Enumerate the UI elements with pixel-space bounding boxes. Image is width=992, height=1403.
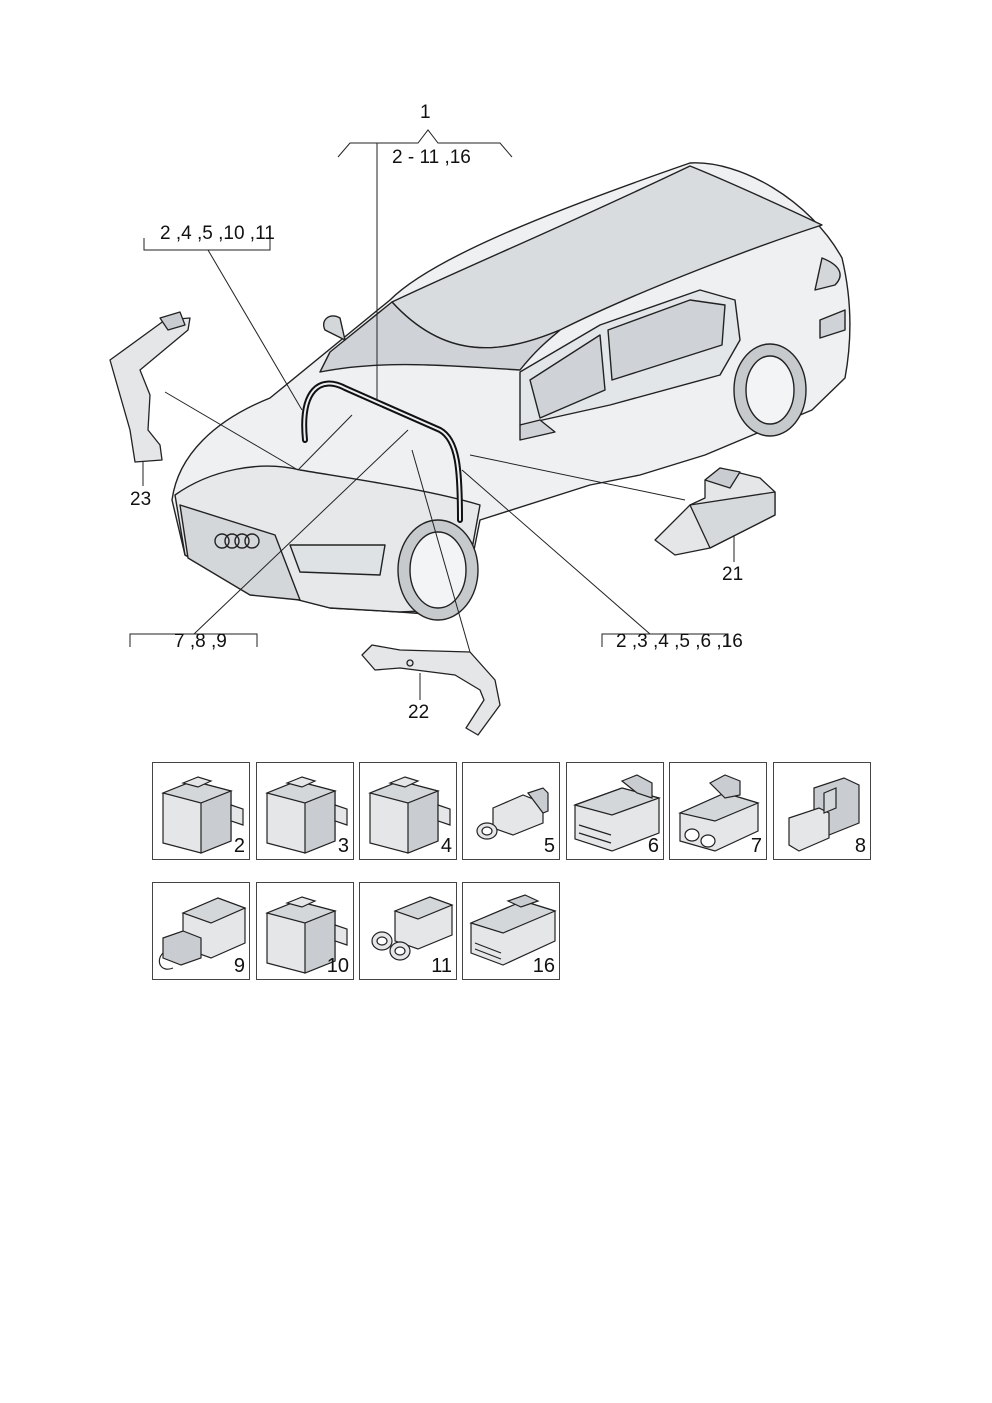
cable-connector-icon [158,897,247,970]
coax-connector-icon [476,787,549,840]
thumb-label: 11 [431,955,452,977]
callout-22: 22 [408,702,430,723]
connector-thumb-3[interactable]: 3 [256,762,354,860]
thumb-label: 8 [854,835,866,857]
connector-block-icon [368,776,451,854]
car-illustration [171,162,851,621]
bracket-23 [109,311,191,463]
thumb-label: 9 [233,955,245,977]
thumb-label: 2 [233,835,245,857]
thumb-label: 16 [532,955,555,977]
connector-thumb-8[interactable]: 8 [773,762,871,860]
callout-left-group: 2 ,4 ,5 ,10 ,11 [160,223,275,244]
connector-thumb-4[interactable]: 4 [359,762,457,860]
control-unit-21 [654,467,776,556]
callout-23: 23 [130,489,152,510]
thumb-label: 4 [440,835,452,857]
thumb-label: 10 [326,955,349,977]
thumb-label: 3 [337,835,349,857]
connector-thumb-7[interactable]: 7 [669,762,767,860]
connector-thumb-9[interactable]: 9 [152,882,250,980]
flat-connector-icon [573,774,661,852]
stacked-connector-icon [788,777,860,852]
multipin-connector-icon [469,894,557,966]
thumb-label: 6 [647,835,659,857]
twin-coax-connector-icon [371,896,454,961]
connector-thumb-5[interactable]: 5 [462,762,560,860]
connector-block-icon [265,776,348,854]
exploded-diagram: 1 2 - 11 ,16 2 ,4 ,5 ,10 ,11 23 7 ,8 ,9 … [109,102,851,736]
connector-thumb-6[interactable]: 6 [566,762,664,860]
thumb-label: 7 [750,835,762,857]
connector-thumb-10[interactable]: 10 [256,882,354,980]
connector-thumb-16[interactable]: 16 [462,882,560,980]
connector-thumb-2[interactable]: 2 [152,762,250,860]
callout-1: 1 [420,102,431,123]
callout-right-group: 2 ,3 ,4 ,5 ,6 ,16 [616,631,743,652]
callout-1-range: 2 - 11 ,16 [392,147,471,168]
callout-21: 21 [722,564,744,585]
connector-block-icon [161,776,244,854]
callout-7-8-9: 7 ,8 ,9 [174,631,227,652]
connector-thumb-11[interactable]: 11 [359,882,457,980]
car-and-parts-drawing [109,129,851,736]
double-port-connector-icon [678,774,760,852]
connector-block-icon [265,896,348,974]
leader-lines [129,129,735,700]
thumb-label: 5 [543,835,555,857]
bracket-22 [361,644,501,736]
